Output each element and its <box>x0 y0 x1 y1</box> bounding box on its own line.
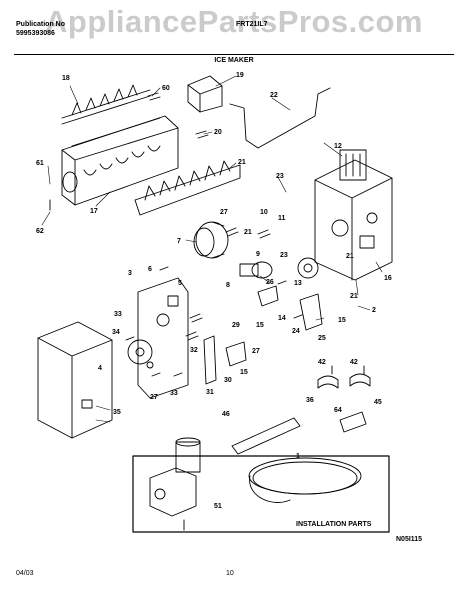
callout-46: 45 <box>374 399 382 406</box>
callout-60: 60 <box>162 85 170 92</box>
callout-15-c: 15 <box>240 369 248 376</box>
callout-25: 24 <box>292 328 300 335</box>
front-cover-part <box>37 321 113 439</box>
screw-parts <box>49 92 365 377</box>
callout-45-b: 42 <box>350 359 358 366</box>
water-valve-part <box>149 437 201 531</box>
bracket-parts <box>203 285 323 385</box>
callout-23: 21 <box>244 229 252 236</box>
callout-36: 35 <box>113 409 121 416</box>
motor-part <box>193 221 229 259</box>
callout-29: 27 <box>220 209 228 216</box>
callout-14: 14 <box>278 315 286 322</box>
ice-maker-housing-part <box>314 159 393 281</box>
callout-20: 20 <box>214 129 222 136</box>
callout-45: 42 <box>318 359 326 366</box>
callout-3: 3 <box>128 270 132 277</box>
ice-mold-part <box>61 115 179 206</box>
cam-gear-part <box>127 339 153 365</box>
footer-page-number: 10 <box>226 570 234 577</box>
callout-51: 46 <box>222 411 230 418</box>
callout-27: 26 <box>266 279 274 286</box>
callout-34: 33 <box>114 311 122 318</box>
callout-28: 27 <box>150 394 158 401</box>
callout-32: 31 <box>206 389 214 396</box>
mounting-plate-part <box>137 277 189 399</box>
callout-6: 6 <box>148 266 152 273</box>
callout-9: 9 <box>256 251 260 258</box>
drawing-code: N05I115 <box>396 536 423 543</box>
callout-55: 51 <box>214 503 222 510</box>
header-rule <box>14 54 454 55</box>
callout-61: 61 <box>36 160 44 167</box>
callout-31: 30 <box>224 377 232 384</box>
callout-22: 22 <box>270 92 278 99</box>
installation-parts-box <box>132 455 390 533</box>
publication-label: Publication No <box>16 21 65 28</box>
callout-19: 19 <box>236 72 244 79</box>
callout-26: 23 <box>276 173 284 180</box>
switch-part <box>339 149 367 181</box>
callout-23-b: 21 <box>346 253 354 260</box>
callout-64: 64 <box>334 407 342 414</box>
stripper-part <box>134 160 241 216</box>
fill-cup-part <box>187 75 223 113</box>
callout-23-c: 21 <box>350 293 358 300</box>
callout-15-b: 15 <box>256 322 264 329</box>
watermark-text: AppliancePartsPros.com <box>45 4 423 39</box>
ice-ejector-part <box>61 84 151 125</box>
callout-24: 25 <box>318 335 326 342</box>
callout-15: 15 <box>338 317 346 324</box>
callout-7: 7 <box>177 238 181 245</box>
publication-number: 5995393086 <box>16 30 55 37</box>
callout-21: 21 <box>238 159 246 166</box>
callout-29-b: 27 <box>252 348 260 355</box>
callout-8: 8 <box>226 282 230 289</box>
callout-26-b: 23 <box>280 252 288 259</box>
fill-tube-part <box>231 417 301 455</box>
callout-18: 18 <box>62 75 70 82</box>
callout-5: 5 <box>178 280 182 287</box>
callout-33: 32 <box>190 347 198 354</box>
callout-13: 13 <box>294 280 302 287</box>
callout-16: 16 <box>384 275 392 282</box>
callout-11: 11 <box>278 215 286 222</box>
thermostat-part <box>239 257 319 279</box>
callout-17: 17 <box>90 208 98 215</box>
footer-date: 04/03 <box>16 570 34 577</box>
callout-42: 36 <box>306 397 314 404</box>
shutoff-arm-part <box>229 87 331 149</box>
installation-parts-label: INSTALLATION PARTS <box>296 521 372 528</box>
callout-30: 29 <box>232 322 240 329</box>
callout-62: 62 <box>36 228 44 235</box>
callout-4: 4 <box>98 365 102 372</box>
callout-12: 12 <box>334 143 342 150</box>
water-line-part <box>248 457 362 503</box>
model-number: FRT21IL7 <box>236 21 268 28</box>
clamp-parts <box>317 373 371 433</box>
callout-leaders <box>41 75 383 423</box>
callout-34-b: 33 <box>170 390 178 397</box>
callout-2: 2 <box>372 307 376 314</box>
callout-10: 10 <box>260 209 268 216</box>
section-title: ICE MAKER <box>214 57 254 64</box>
callout-1: 1 <box>296 453 300 460</box>
callout-35: 34 <box>112 329 120 336</box>
